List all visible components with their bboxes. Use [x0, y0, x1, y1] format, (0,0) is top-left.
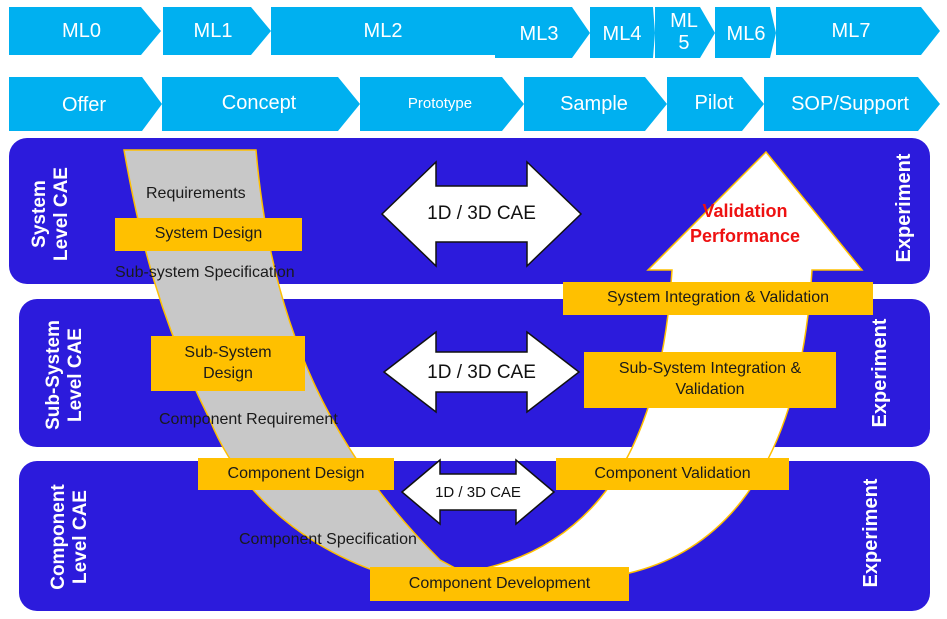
concept-label: Concept [221, 92, 297, 114]
component-experiment-label: Experiment [859, 478, 882, 588]
prototype-label: Prototype [407, 94, 473, 112]
ml1-label: ML1 [193, 20, 233, 42]
subsystem-cae-text: 1D / 3D CAE [427, 362, 536, 383]
offer-label: Offer [61, 94, 107, 116]
ml0-chevron [9, 7, 161, 55]
component-design-box: Component Design [198, 458, 394, 490]
ml5-label: ML 5 [670, 10, 698, 54]
subsystem-spec-text: Sub-system Specification [115, 264, 295, 281]
component-requirement-text: Component Requirement [159, 411, 338, 428]
ml3-label: ML3 [519, 23, 559, 45]
ml0-label: ML0 [62, 20, 101, 42]
component-cae-arrow [400, 458, 556, 526]
ml4-chevron [590, 7, 655, 58]
subsystem-level-title: Sub-System Level CAE [43, 320, 86, 430]
ml7-label: ML7 [831, 20, 871, 42]
ml5-chevron [655, 7, 715, 58]
system-design-box: System Design [115, 218, 302, 251]
component-development-box: Component Development [370, 567, 629, 601]
ml1-chevron [163, 7, 271, 55]
ml7-chevron [776, 7, 940, 55]
sample-label: Sample [560, 93, 628, 115]
subsystem-design-box: Sub-System Design [151, 336, 305, 391]
system-level-title: System Level CAE [29, 167, 72, 261]
system-experiment-label: Experiment [892, 153, 915, 263]
component-cae-text: 1D / 3D CAE [435, 483, 521, 501]
subsystem-integration-box: Sub-System Integration & Validation [584, 352, 836, 408]
sop-label: SOP/Support [791, 93, 909, 115]
component-level-title: Component Level CAE [48, 484, 91, 590]
ml6-label: ML6 [726, 23, 766, 45]
subsystem-experiment-label: Experiment [868, 318, 891, 428]
component-spec-text: Component Specification [239, 531, 417, 548]
pilot-label: Pilot [694, 92, 734, 114]
ml6-chevron [715, 7, 776, 58]
validation-performance-text: Validation Performance [689, 201, 801, 247]
pilot-chevron [667, 77, 764, 131]
offer-chevron [9, 77, 162, 131]
component-validation-box: Component Validation [556, 458, 789, 490]
prototype-chevron [360, 77, 524, 131]
concept-chevron [162, 77, 360, 131]
requirements-text: Requirements [146, 185, 246, 202]
subsystem-cae-arrow [382, 330, 581, 414]
ml4-label: ML4 [602, 23, 642, 45]
ml2-label: ML2 [363, 20, 403, 42]
system-cae-text: 1D / 3D CAE [427, 203, 536, 224]
ml3-chevron [495, 7, 590, 58]
sop-chevron [764, 77, 940, 131]
sample-chevron [524, 77, 667, 131]
system-cae-arrow [380, 160, 583, 268]
ml2-chevron [271, 7, 495, 55]
system-integration-box: System Integration & Validation [563, 282, 873, 315]
